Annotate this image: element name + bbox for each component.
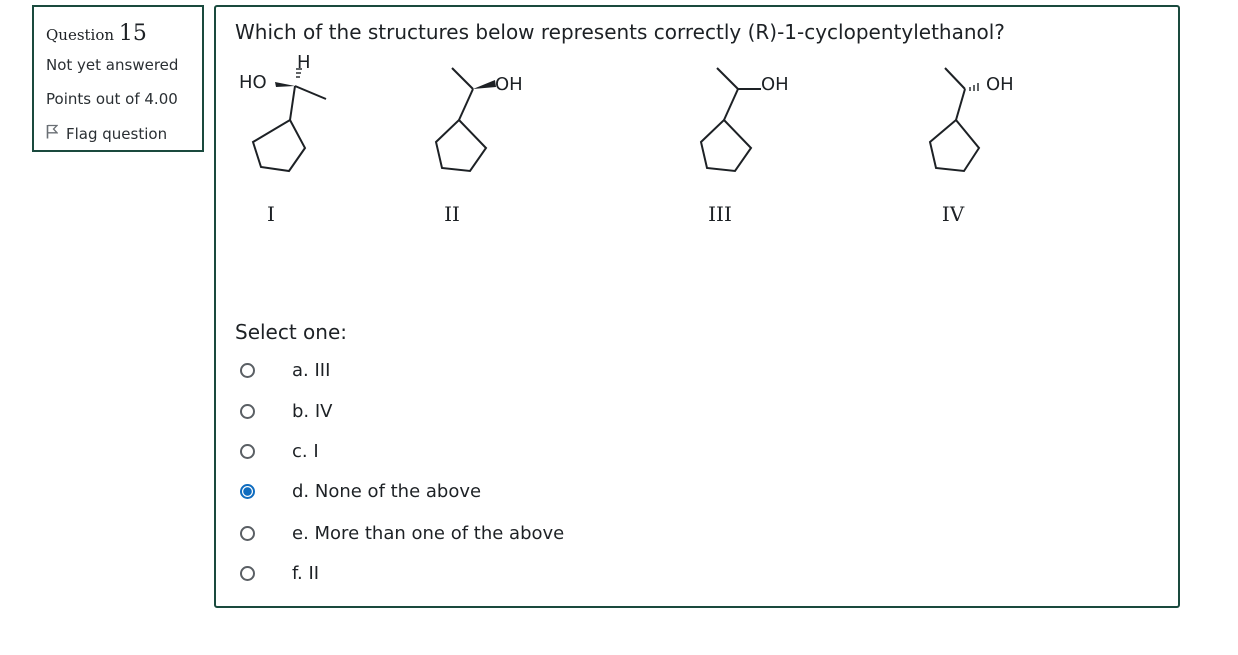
answer-option-label[interactable]: f. II bbox=[292, 563, 320, 584]
bond-iv-methyl bbox=[944, 67, 966, 90]
atom-label-ii-oh: OH bbox=[495, 74, 523, 95]
cyclopentane-ring-i bbox=[251, 118, 307, 173]
answer-option-d[interactable]: d. None of the above bbox=[240, 481, 481, 502]
bond-i-methyl bbox=[294, 85, 327, 100]
structure-ii: OH II bbox=[434, 67, 523, 226]
question-content: Which of the structures below represents… bbox=[214, 5, 1180, 608]
question-text: Which of the structures below represents… bbox=[235, 20, 1005, 44]
answer-option-e[interactable]: e. More than one of the above bbox=[240, 523, 564, 544]
answer-option-a[interactable]: a. III bbox=[240, 360, 330, 381]
answer-option-label[interactable]: c. I bbox=[292, 441, 319, 462]
bond-iii-methyl bbox=[716, 67, 739, 90]
answer-option-b[interactable]: b. IV bbox=[240, 401, 333, 422]
question-info-panel: Question 15 Not yet answered Points out … bbox=[32, 5, 204, 152]
bond-i-ring bbox=[289, 85, 296, 121]
bond-ii-methyl bbox=[451, 67, 474, 90]
radio-icon[interactable] bbox=[240, 526, 255, 541]
radio-icon[interactable] bbox=[240, 484, 255, 499]
cyclopentane-ring-iii bbox=[699, 118, 753, 173]
structure-label-iv: IV bbox=[942, 202, 965, 226]
radio-icon[interactable] bbox=[240, 444, 255, 459]
radio-icon[interactable] bbox=[240, 363, 255, 378]
cyclopentane-ring-ii bbox=[434, 118, 488, 173]
structure-label-iii: III bbox=[708, 202, 732, 226]
answer-option-label[interactable]: e. More than one of the above bbox=[292, 523, 565, 544]
hash-bond-iv bbox=[969, 83, 979, 91]
bond-ii-ring bbox=[458, 88, 474, 121]
structure-label-i: I bbox=[267, 202, 275, 226]
radio-icon[interactable] bbox=[240, 404, 255, 419]
flag-question-label: Flag question bbox=[66, 124, 168, 143]
atom-label-i-ho: HO bbox=[239, 72, 267, 93]
atom-label-iii-oh: OH bbox=[761, 74, 789, 95]
cyclopentane-ring-iv bbox=[928, 118, 981, 173]
select-one-prompt: Select one: bbox=[235, 320, 348, 344]
question-title: Question 15 bbox=[46, 21, 147, 46]
bond-iii-ring bbox=[723, 88, 739, 121]
structure-iii: OH III bbox=[699, 67, 789, 226]
question-label: Question bbox=[46, 26, 115, 44]
structure-iv: OH IV bbox=[928, 67, 1014, 226]
radio-icon[interactable] bbox=[240, 566, 255, 581]
structure-label-ii: II bbox=[444, 202, 460, 226]
answer-option-c[interactable]: c. I bbox=[240, 441, 319, 462]
question-state: Not yet answered bbox=[46, 56, 179, 74]
question-number: 15 bbox=[118, 21, 147, 46]
answer-option-label[interactable]: b. IV bbox=[292, 401, 333, 422]
answer-option-label[interactable]: d. None of the above bbox=[292, 481, 482, 502]
answer-option-f[interactable]: f. II bbox=[240, 563, 319, 584]
question-points: Points out of 4.00 bbox=[46, 90, 178, 108]
flag-question-link[interactable]: Flag question bbox=[46, 124, 167, 143]
hash-bond-i bbox=[296, 68, 302, 78]
bond-iv-ring bbox=[955, 88, 966, 121]
atom-label-iv-oh: OH bbox=[986, 74, 1014, 95]
answer-option-label[interactable]: a. III bbox=[292, 360, 331, 381]
wedge-bond-ii bbox=[473, 80, 496, 89]
structure-i: HO H I bbox=[239, 52, 327, 226]
flag-icon bbox=[46, 124, 59, 143]
wedge-bond-i bbox=[275, 82, 295, 87]
atom-label-i-h: H bbox=[297, 52, 311, 73]
structures-image: HO H I OH II OH III bbox=[239, 52, 1014, 226]
